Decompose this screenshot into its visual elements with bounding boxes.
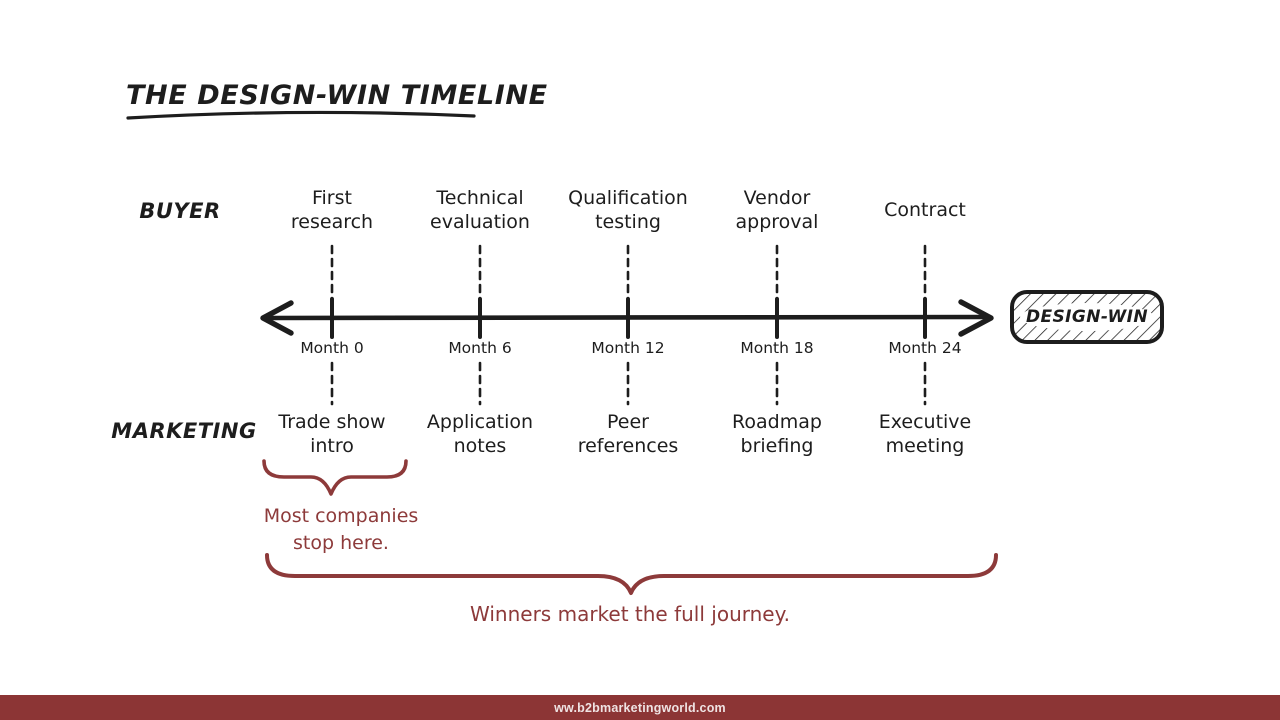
month-label: Month 24 (888, 339, 962, 357)
marketing-event-label: Trade show intro (278, 410, 386, 457)
buyer-event-label: Technical evaluation (430, 186, 530, 233)
annotation-most-companies: Most companies stop here. (263, 505, 419, 554)
footer-bar: ww.b2bmarketingworld.com (0, 695, 1280, 720)
buyer-row-label: BUYER (139, 199, 221, 223)
title-underline (126, 110, 476, 120)
brace-large-icon (265, 553, 998, 595)
marketing-dashed-connectors (330, 361, 927, 406)
buyer-event-label: First research (290, 186, 374, 233)
timeline-axis (265, 314, 987, 321)
buyer-dashed-connectors (330, 244, 927, 303)
marketing-event-label: Roadmap briefing (732, 410, 822, 457)
footer-url: ww.b2bmarketingworld.com (554, 700, 726, 715)
buyer-event-label: Qualification testing (568, 186, 688, 233)
marketing-event-label: Peer references (577, 410, 679, 457)
marketing-row-label: MARKETING (111, 419, 257, 443)
left-arrow-icon (260, 300, 294, 336)
annotation-winners: Winners market the full journey. (470, 602, 790, 626)
buyer-event-label: Vendor approval (735, 186, 819, 233)
marketing-event-label: Application notes (426, 410, 534, 457)
design-win-badge-label: DESIGN-WIN (1025, 307, 1149, 327)
month-label: Month 18 (740, 339, 814, 357)
page-title: THE DESIGN-WIN TIMELINE (126, 80, 548, 111)
brace-small-icon (262, 459, 408, 496)
right-arrow-icon (958, 299, 994, 337)
buyer-event-label: Contract (884, 198, 966, 221)
month-label: Month 6 (448, 339, 512, 357)
tick-marks (330, 297, 927, 339)
month-label: Month 12 (591, 339, 665, 357)
month-label: Month 0 (300, 339, 364, 357)
marketing-event-label: Executive meeting (878, 410, 972, 457)
